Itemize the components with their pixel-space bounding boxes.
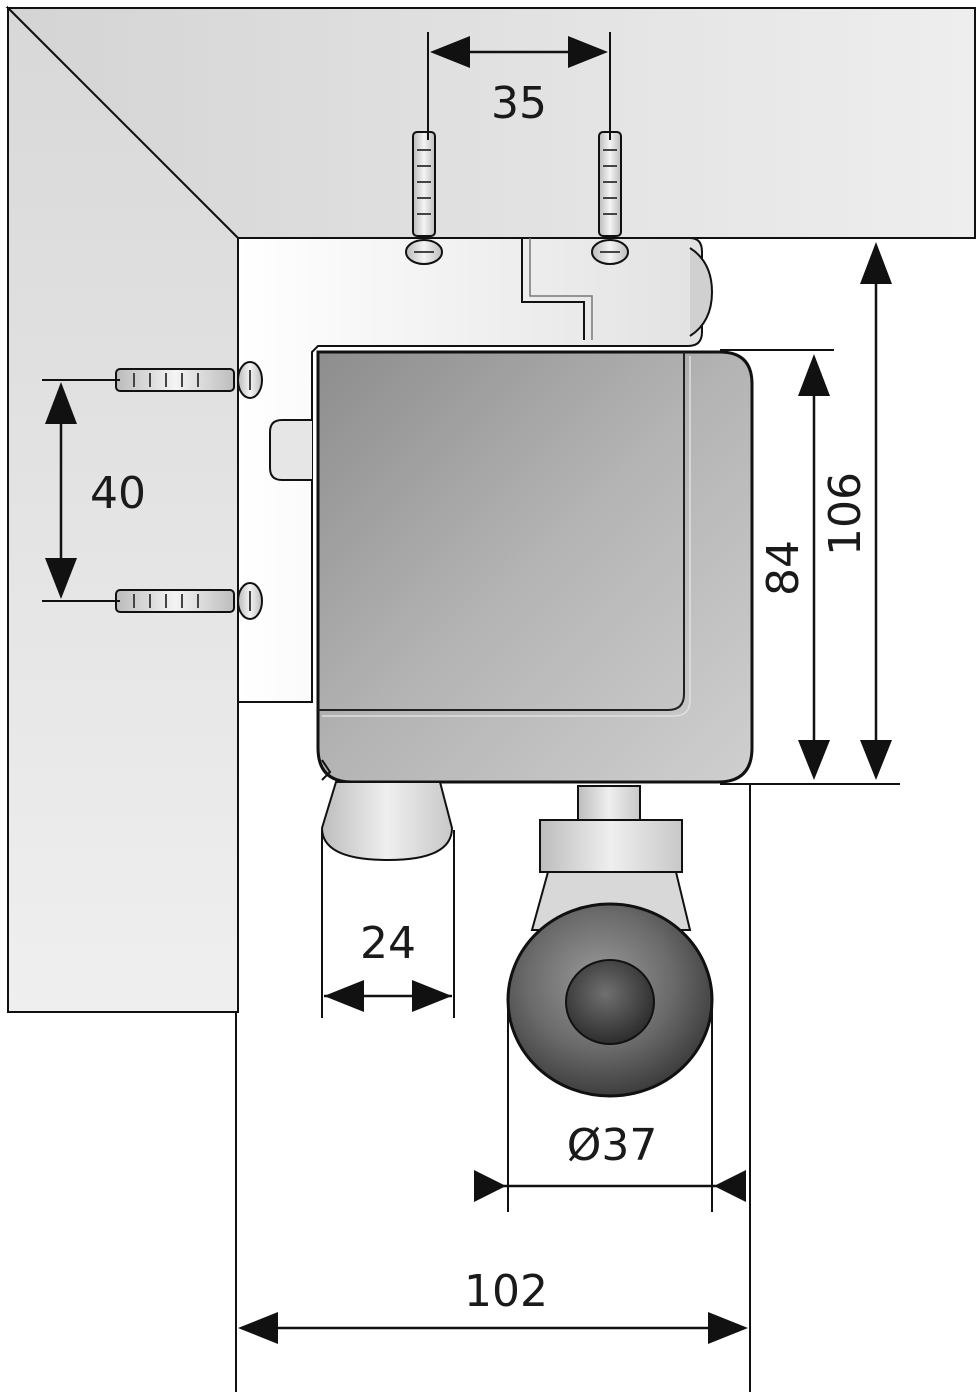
dimension-24: 24 <box>321 830 455 1018</box>
dimension-102: 102 <box>235 784 751 1392</box>
inlet-connector <box>506 785 714 1098</box>
inlet-opening <box>565 959 655 1045</box>
anchor-top-left <box>405 131 443 265</box>
wall-corner <box>5 5 976 1013</box>
dimension-diameter-37: Ø37 <box>474 990 746 1212</box>
anchor-side-lower <box>115 582 263 620</box>
label-24: 24 <box>360 918 416 969</box>
label-106: 106 <box>820 472 871 556</box>
dimension-40: 40 <box>42 379 146 602</box>
dimension-35: 35 <box>427 32 611 140</box>
dimension-84: 84 <box>720 349 900 785</box>
label-84: 84 <box>758 540 809 596</box>
mounting-bracket <box>237 237 714 703</box>
pump-housing <box>316 350 754 784</box>
anchor-side-upper <box>115 361 263 399</box>
dimension-106: 106 <box>820 242 892 780</box>
label-40: 40 <box>90 468 146 519</box>
label-102: 102 <box>464 1266 548 1317</box>
outlet-pipe <box>320 781 454 862</box>
side-wall <box>7 5 239 1013</box>
label-35: 35 <box>491 78 547 129</box>
label-diameter-37: Ø37 <box>567 1120 658 1171</box>
